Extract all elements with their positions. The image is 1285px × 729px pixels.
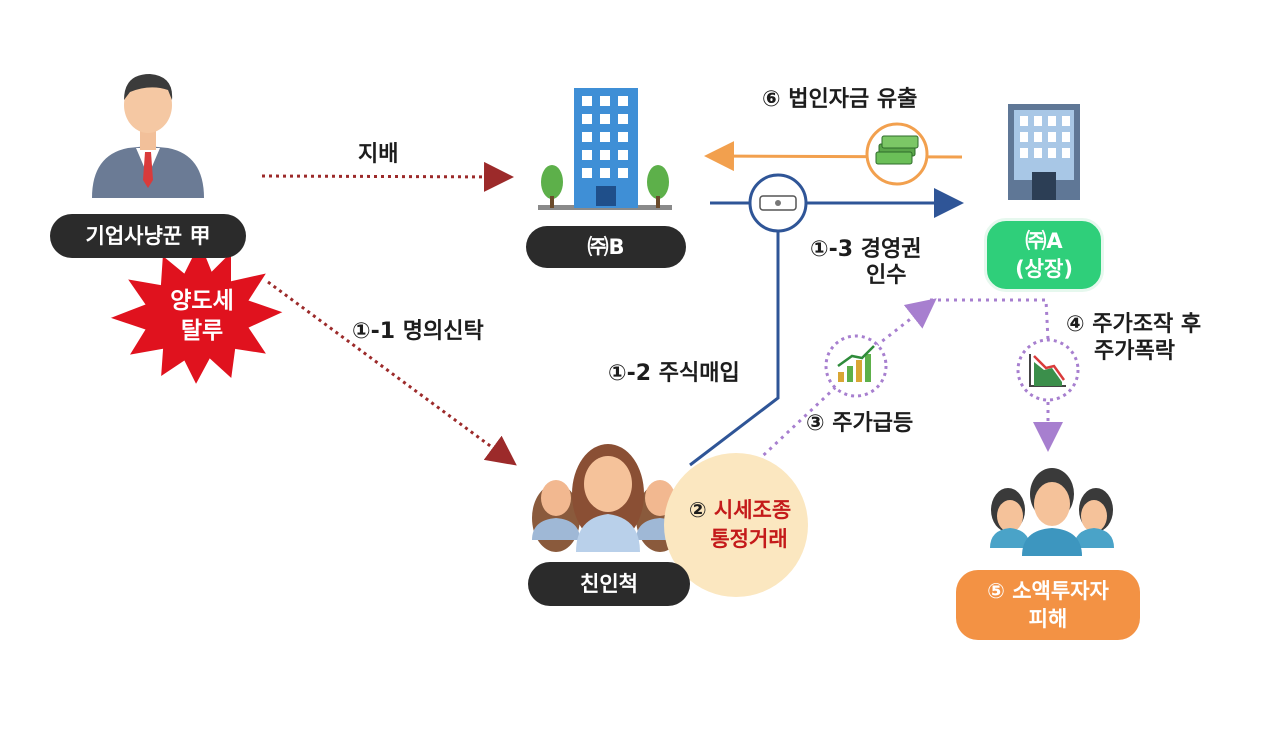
manipulation-circle xyxy=(664,453,808,597)
relatives-pill: 친인척 xyxy=(528,562,690,606)
actor-label: 기업사냥꾼 甲 xyxy=(85,224,211,248)
crash-label-1: ④ 주가조작 후 xyxy=(1066,312,1202,337)
tax-evasion-text: 양도세 탈루 xyxy=(152,286,252,346)
price-surge-arrow xyxy=(875,298,937,348)
investors-pill: ⑤ 소액투자자 피해 xyxy=(956,570,1140,640)
office-building-icon xyxy=(538,88,672,210)
actor-pill: 기업사냥꾼 甲 xyxy=(50,214,246,258)
control-arrow xyxy=(261,161,514,192)
company-a-name: ㈜A xyxy=(1025,229,1063,253)
crash-path xyxy=(930,298,1050,341)
relatives-label: 친인척 xyxy=(580,572,638,596)
company-a-listed: (상장) xyxy=(1015,257,1073,281)
crash-label-2: 주가폭락 xyxy=(1094,339,1175,364)
company-b-label: ㈜B xyxy=(587,235,625,259)
manipulation-title: 시세조종 xyxy=(713,498,792,522)
manipulation-line-2: 통정거래 xyxy=(710,527,788,551)
money-stack-icon xyxy=(875,135,919,165)
tax-evasion-line-2: 탈루 xyxy=(180,318,224,344)
burst-icon xyxy=(105,237,288,389)
investors-label-2: 피해 xyxy=(1028,607,1068,631)
women-group-icon xyxy=(532,444,684,552)
investors-group-icon xyxy=(990,468,1114,556)
businessman-icon xyxy=(92,74,204,198)
nominee-trust-label: ①-1 명의신탁 xyxy=(352,319,484,344)
company-a-pill: ㈜A (상장) xyxy=(984,218,1104,292)
nominee-trust-arrow xyxy=(267,280,517,466)
stock-purchase-label: ①-2 주식매입 xyxy=(608,361,740,386)
fund-outflow-label: ⑥ 법인자금 유출 xyxy=(762,87,918,112)
tax-evasion-line-1: 양도세 xyxy=(170,288,234,314)
manipulation-num: ② xyxy=(688,498,707,522)
control-label: 지배 xyxy=(358,142,399,167)
takeover-label-1: ①-3 경영권 xyxy=(810,237,922,262)
stock-purchase-line xyxy=(689,226,780,467)
falling-chart-icon xyxy=(1029,354,1066,387)
manipulation-text: ② 시세조종 통정거래 xyxy=(666,496,814,554)
investors-label-1: ⑤ 소액투자자 xyxy=(987,579,1109,603)
manipulation-line-1: ② 시세조종 xyxy=(666,496,814,525)
office-building-icon xyxy=(1008,104,1080,200)
price-surge-label: ③ 주가급등 xyxy=(806,411,914,436)
company-b-pill: ㈜B xyxy=(526,226,686,268)
ticket-icon xyxy=(759,195,797,211)
rising-chart-icon xyxy=(837,345,875,382)
takeover-label-2: 인수 xyxy=(866,263,907,288)
